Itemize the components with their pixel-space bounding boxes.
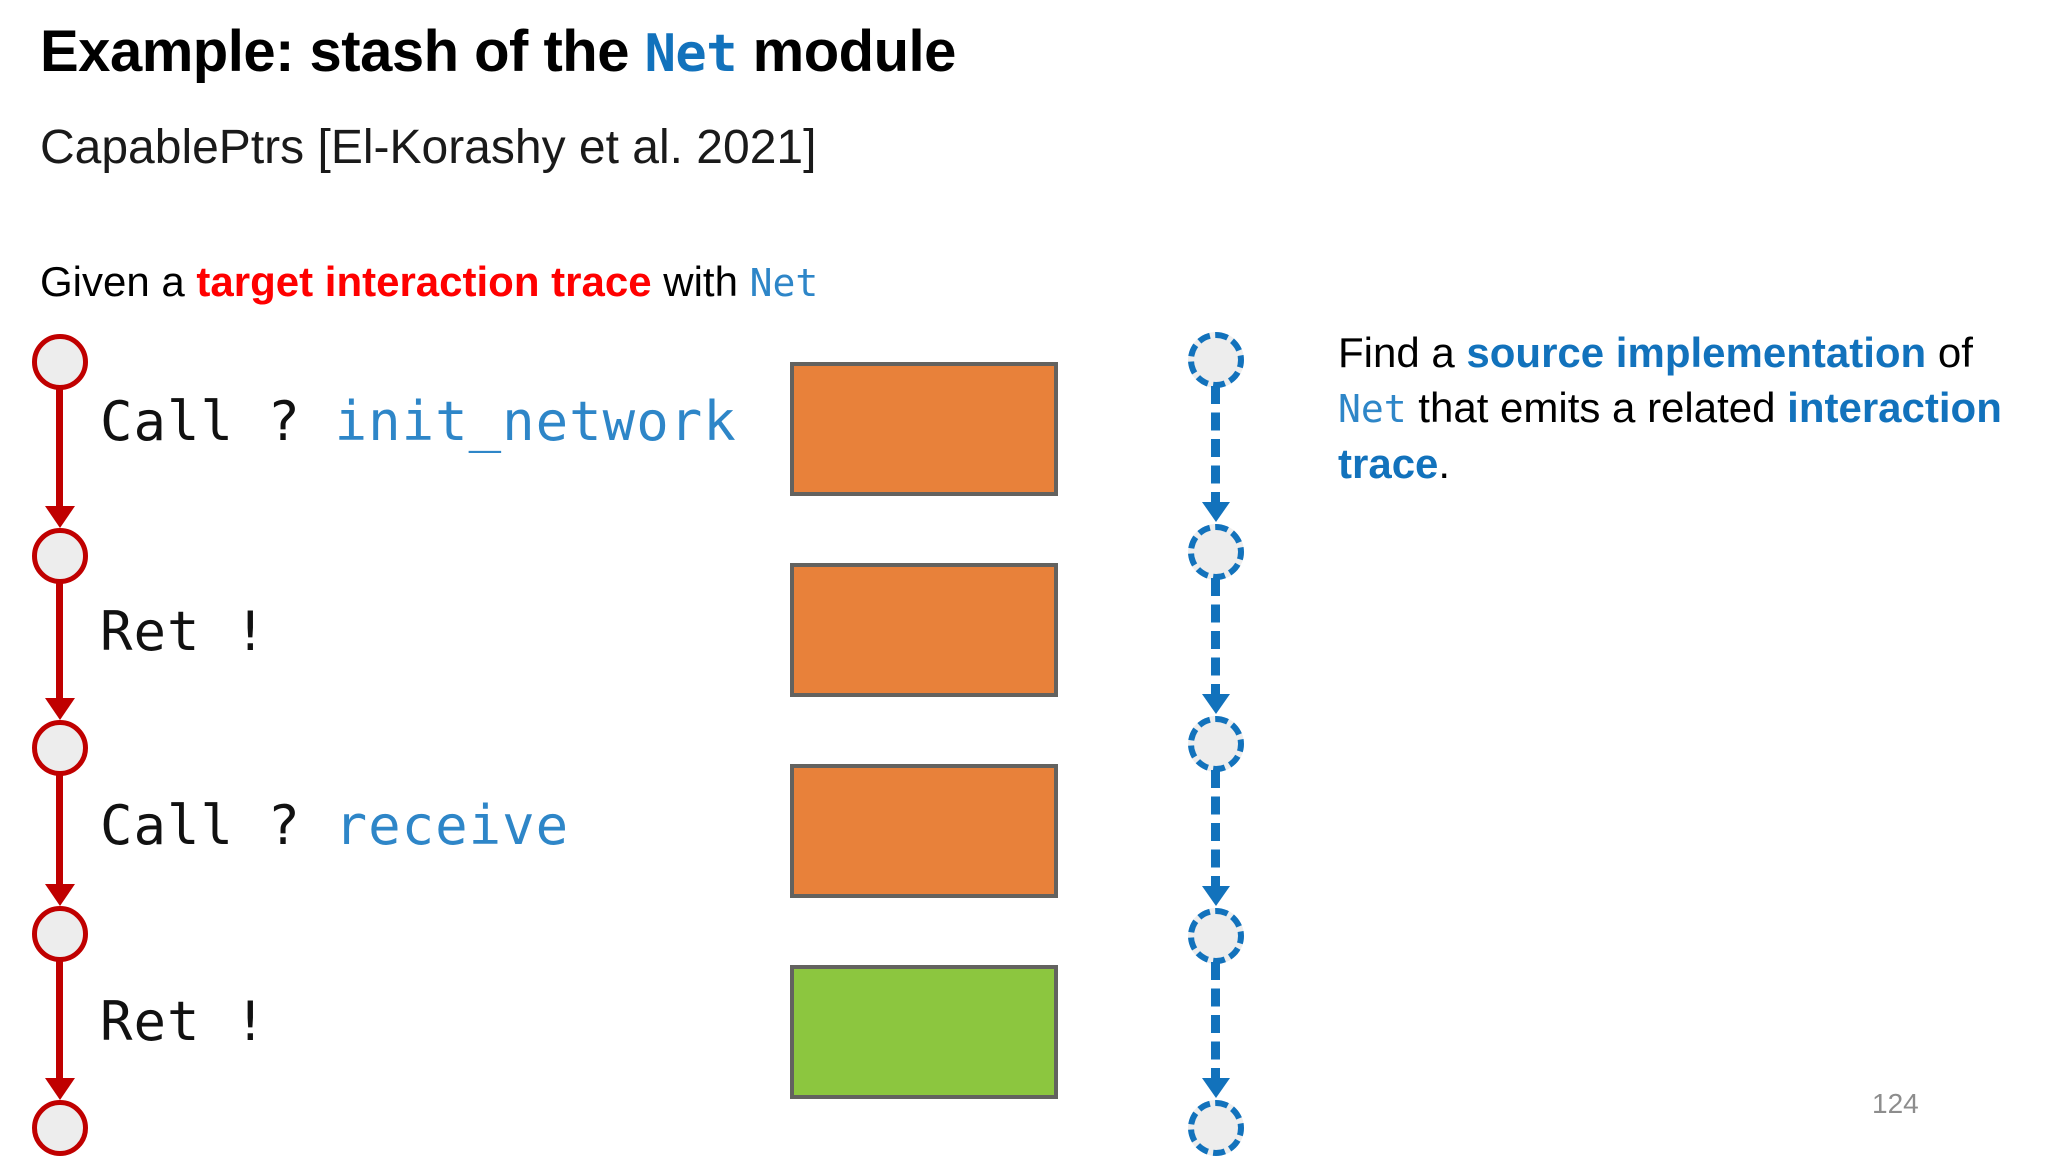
lead-module-name: Net (749, 261, 819, 305)
target-trace-node-2 (32, 528, 88, 584)
source-trace-node-1 (1188, 332, 1244, 388)
page-number: 124 (1872, 1088, 1919, 1119)
trace-label-2: Ret ! (100, 600, 268, 663)
source-trace-edge-1 (1211, 386, 1220, 510)
target-trace-column (28, 330, 148, 1156)
target-trace-edge-4 (56, 958, 63, 1088)
trace-label-4: Ret ! (100, 990, 268, 1053)
target-trace-edge-3 (56, 772, 63, 894)
target-trace-arrowhead-3 (45, 884, 75, 906)
chunk-box-1 (790, 362, 1058, 496)
chunk-box-3 (790, 764, 1058, 898)
trace-label-1: Call ? init_network (100, 390, 737, 453)
explanation-module-name: Net (1338, 387, 1407, 432)
lead-highlight: target interaction trace (196, 258, 652, 305)
source-trace-edge-3 (1211, 770, 1220, 894)
lead-sentence: Given a target interaction trace with Ne… (40, 258, 818, 306)
source-trace-edge-4 (1211, 962, 1220, 1086)
source-trace-arrowhead-2 (1202, 694, 1230, 714)
explanation-text: Find a source implementation of Net that… (1338, 325, 2038, 491)
target-trace-edge-1 (56, 386, 63, 516)
target-trace-node-4 (32, 906, 88, 962)
target-trace-node-3 (32, 720, 88, 776)
explanation-part1: Find a (1338, 329, 1467, 376)
title-suffix: module (737, 19, 957, 84)
explanation-part4: . (1438, 439, 1451, 487)
source-trace-arrowhead-3 (1202, 886, 1230, 906)
lead-prefix: Given a (40, 258, 197, 305)
trace-label-1-action: Call ? (100, 390, 302, 453)
explanation-bold-interaction-trace: interaction trace (1338, 384, 2002, 487)
source-trace-arrowhead-4 (1202, 1078, 1230, 1098)
explanation-bold-source-implementation: source implementation (1466, 329, 1927, 376)
trace-label-4-action: Ret ! (100, 990, 268, 1053)
explanation-part2: of (1926, 329, 1973, 376)
source-trace-node-4 (1188, 908, 1244, 964)
page-subtitle: CapablePtrs [El-Korashy et al. 2021] (40, 121, 817, 174)
source-trace-node-5 (1188, 1100, 1244, 1156)
target-trace-arrowhead-2 (45, 698, 75, 720)
target-trace-arrowhead-4 (45, 1078, 75, 1100)
source-trace-column (1180, 320, 1300, 1156)
title-prefix: Example: stash of the (40, 19, 645, 84)
target-trace-node-1 (32, 334, 88, 390)
trace-label-1-arg: init_network (334, 390, 737, 453)
chunk-box-4 (790, 965, 1058, 1099)
target-trace-arrowhead-1 (45, 506, 75, 528)
target-trace-node-5 (32, 1100, 88, 1156)
trace-label-3-arg: receive (334, 794, 570, 857)
trace-label-3: Call ? receive (100, 794, 569, 857)
source-trace-node-2 (1188, 524, 1244, 580)
target-trace-edge-2 (56, 580, 63, 708)
trace-label-2-action: Ret ! (100, 600, 268, 663)
explanation-part3: that emits a related (1406, 384, 1788, 432)
trace-label-3-action: Call ? (100, 794, 302, 857)
page-title: Example: stash of the Net module (40, 19, 957, 84)
chunk-box-2 (790, 563, 1058, 697)
source-trace-node-3 (1188, 716, 1244, 772)
title-module-name: Net (644, 24, 738, 84)
source-trace-edge-2 (1211, 578, 1220, 702)
lead-middle: with (651, 258, 750, 305)
source-trace-arrowhead-1 (1202, 502, 1230, 522)
